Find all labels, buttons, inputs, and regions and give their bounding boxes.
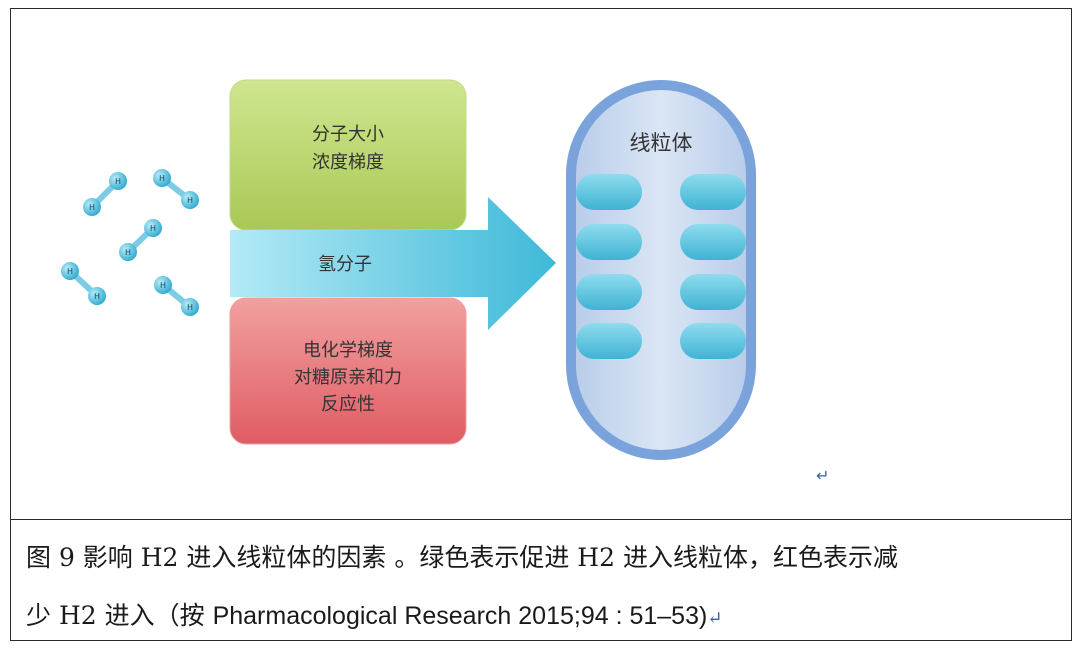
promoting-factors-box: 分子大小 浓度梯度 (229, 79, 467, 231)
caption-text-line1: 图 9 影响 H2 进入线粒体的因素 。绿色表示促进 H2 进入线粒体，红色表示… (26, 543, 898, 572)
hydrogen-atom (181, 191, 199, 209)
hydrogen-atom (153, 169, 171, 187)
figure-frame (10, 8, 1072, 641)
figure-caption-line2: 少 H2 进入（按 Pharmacological Research 2015;… (26, 596, 1066, 632)
paragraph-mark-icon: ↵ (816, 466, 830, 485)
mitochondrion-label: 线粒体 (630, 131, 693, 155)
h2-molecule: HH (61, 262, 106, 305)
hydrogen-atom-label: H (115, 177, 121, 186)
red-box-line1: 电化学梯度 (303, 340, 393, 361)
hydrogen-atom (181, 298, 199, 316)
caption-citation: Pharmacological Research 2015;94 : 51–53… (212, 602, 708, 630)
h2-flow-arrow: 氢分子 (230, 197, 556, 330)
crista (680, 224, 746, 260)
hydrogen-atom-label: H (150, 224, 156, 233)
hydrogen-atom (109, 172, 127, 190)
green-box-line2: 浓度梯度 (312, 152, 384, 173)
red-box-line2: 对糖原亲和力 (294, 367, 402, 388)
h2-molecule: HH (119, 219, 162, 261)
arrow-label: 氢分子 (318, 254, 372, 275)
hydrogen-atom-label: H (187, 196, 193, 205)
hydrogen-atom-label: H (187, 303, 193, 312)
hydrogen-atom-label: H (67, 267, 73, 276)
caption-text-line2-cn: 少 H2 进入（按 (26, 601, 213, 630)
crista (576, 174, 642, 210)
crista (680, 274, 746, 310)
hydrogen-atom (154, 276, 172, 294)
figure-caption-line1: 图 9 影响 H2 进入线粒体的因素 。绿色表示促进 H2 进入线粒体，红色表示… (26, 538, 1066, 574)
hydrogen-atom-label: H (160, 281, 166, 290)
green-box-line1: 分子大小 (312, 124, 384, 145)
caption-divider (10, 519, 1072, 520)
h2-molecule: HH (153, 169, 199, 209)
inhibiting-factors-box: 电化学梯度 对糖原亲和力 反应性 (229, 297, 467, 445)
mitochondrion: 线粒体 (566, 80, 756, 460)
crista (680, 323, 746, 359)
hydrogen-atom (61, 262, 79, 280)
crista (576, 323, 642, 359)
cristae-right (680, 174, 746, 359)
hydrogen-atom (83, 198, 101, 216)
h2-molecule: HH (83, 172, 127, 216)
cristae-left (576, 174, 642, 359)
crista (576, 274, 642, 310)
hydrogen-atom-label: H (94, 292, 100, 301)
red-box-line3: 反应性 (321, 394, 375, 415)
hydrogen-atom-label: H (125, 248, 131, 257)
h2-molecule: HH (154, 276, 199, 316)
return-mark-icon: ↵ (707, 608, 723, 629)
crista (680, 174, 746, 210)
hydrogen-atom-label: H (89, 203, 95, 212)
hydrogen-atom-label: H (159, 174, 165, 183)
crista (576, 224, 642, 260)
hydrogen-atom (144, 219, 162, 237)
hydrogen-atom (119, 243, 137, 261)
hydrogen-atom (88, 287, 106, 305)
